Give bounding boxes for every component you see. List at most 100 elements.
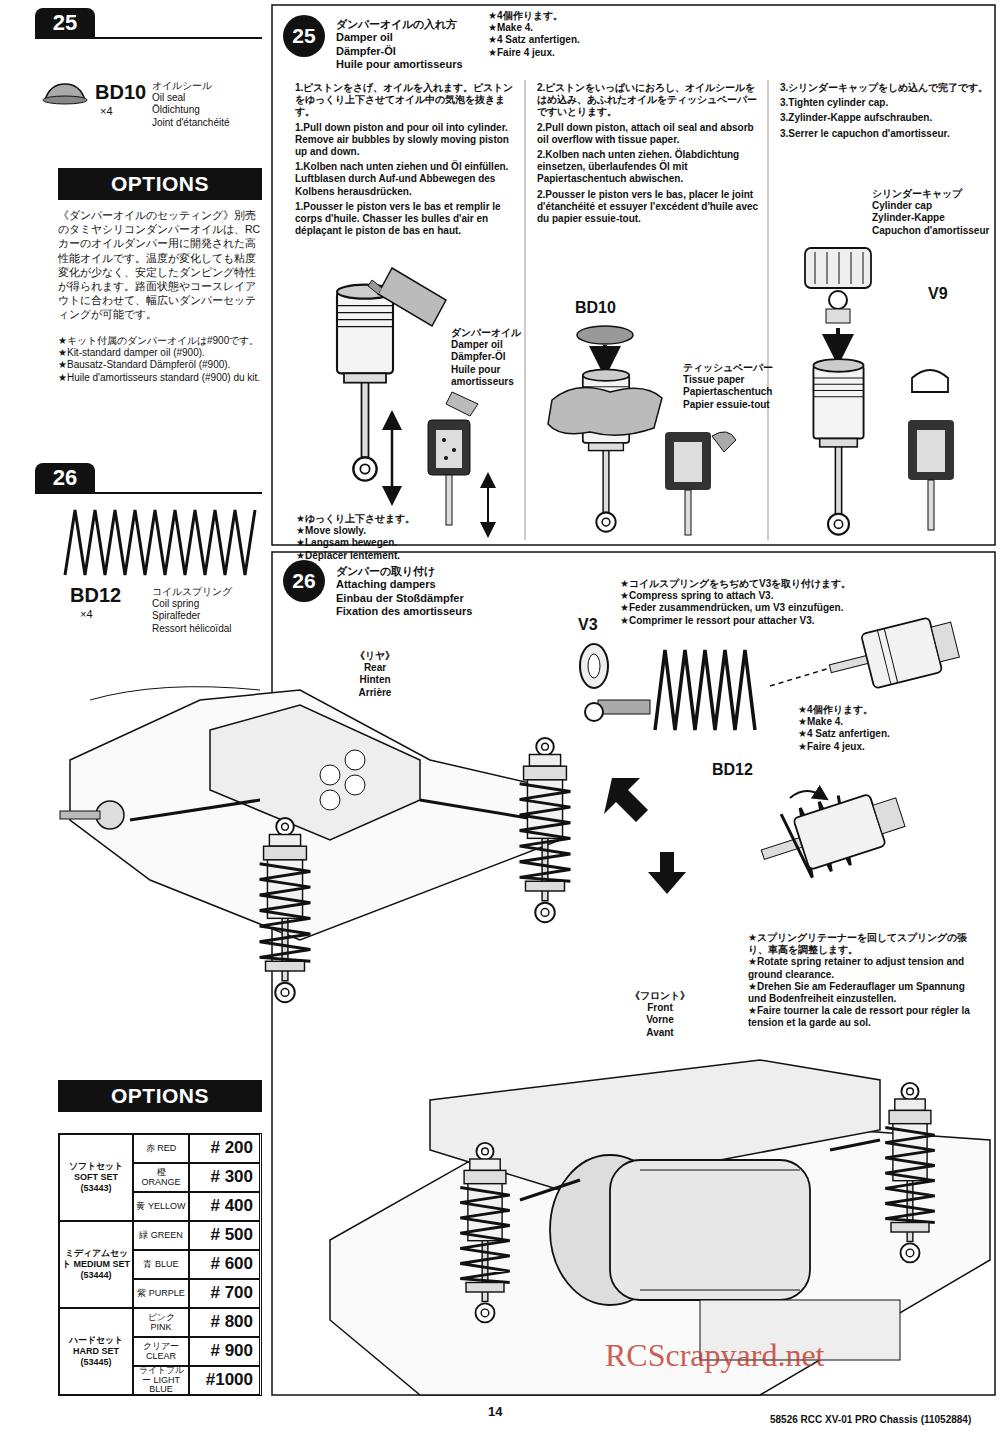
caption-text: Attaching dampers: [336, 578, 536, 591]
caption-text: Cylinder cap: [872, 200, 990, 212]
text-group: ★スプリングリテーナーを回してスプリングの張り、車高を調整します。★Rotate…: [748, 932, 978, 1030]
caption-text: Oil seal: [152, 92, 262, 104]
step-number: 25: [283, 15, 325, 57]
caption-text: Damper oil: [451, 339, 561, 351]
caption-text: Coil spring: [152, 598, 262, 610]
table-cell: ハードセット HARD SET (53445): [59, 1308, 133, 1395]
caption-text: 3.Zylinder-Kappe aufschrauben.: [780, 112, 990, 124]
step-label: OPTIONS: [111, 171, 209, 197]
caption-text: オイルシール: [152, 80, 262, 92]
caption-text: 《リヤ》: [330, 650, 420, 662]
caption-text: シリンダーキャップ: [872, 188, 990, 200]
caption-text: Papier essuie-tout: [683, 399, 793, 411]
oil-color: ライトブルー LIGHT BLUE: [136, 1366, 186, 1396]
caption-text: ダンパーオイル: [451, 327, 561, 339]
oil-number: # 500: [210, 1225, 253, 1246]
step-label: OPTIONS: [111, 1083, 209, 1109]
caption-text: ★Rotate spring retainer to adjust tensio…: [748, 956, 978, 980]
text-group: ダンパーオイルの入れ方Damper oilDämpfer-ÖlHuile pou…: [336, 18, 481, 72]
caption-text: Papiertaschentuch: [683, 386, 793, 398]
caption-text: ★Move slowly.: [296, 525, 426, 537]
caption-text: BD10: [95, 80, 155, 104]
table-cell: # 900: [189, 1337, 260, 1366]
table-cell: # 200: [189, 1134, 260, 1163]
caption-text: ★4個作ります。: [488, 10, 608, 22]
caption-text: Zylinder-Kappe: [872, 212, 990, 224]
oil-color: 緑 GREEN: [139, 1231, 183, 1241]
caption-text: ★スプリングリテーナーを回してスプリングの張り、車高を調整します。: [748, 932, 978, 956]
text-group: ダンパーの取り付けAttaching dampersEinbau der Sto…: [336, 565, 536, 619]
text-group: V9: [928, 284, 968, 304]
text-group: ★ゆっくり上下させます。★Move slowly.★Langsam bewege…: [296, 513, 426, 562]
table-cell: # 300: [189, 1163, 260, 1192]
table-cell: ピンク PINK: [133, 1308, 189, 1337]
table-cell: # 500: [189, 1221, 260, 1250]
caption-text: ★Langsam bewegen.: [296, 537, 426, 549]
table-cell: ソフトセット SOFT SET (53443): [59, 1134, 133, 1221]
step-label: 26: [53, 465, 77, 492]
caption-text: Fixation des amortisseurs: [336, 605, 536, 618]
text-group: V3: [578, 615, 618, 635]
options-bar: OPTIONS: [58, 1080, 262, 1112]
text-group: ★コイルスプリングをちぢめてV3を取り付けます。★Compress spring…: [620, 578, 890, 627]
caption-text: Öldichtung: [152, 104, 262, 116]
caption-text: 1.Kolben nach unten ziehen und Öl einfül…: [295, 161, 517, 198]
text-group: コイルスプリングCoil springSpiralfederRessort hé…: [152, 586, 262, 635]
caption-text: コイルスプリング: [152, 586, 262, 598]
table-cell: 青 BLUE: [133, 1250, 189, 1279]
caption-text: ティッシュペーパー: [683, 362, 793, 374]
table-cell: 紫 PURPLE: [133, 1279, 189, 1308]
caption-text: ★キット付属のダンパーオイルは#900です。: [58, 335, 262, 347]
oil-color: ピンク PINK: [136, 1313, 186, 1333]
options-table: ソフトセット SOFT SET (53443)赤 RED# 200橙 ORANG…: [58, 1133, 262, 1396]
caption-text: Einbau der Stoßdämpfer: [336, 592, 536, 605]
table-cell: クリアー CLEAR: [133, 1337, 189, 1366]
oil-color: 紫 PURPLE: [137, 1289, 185, 1299]
caption-text: Ressort hélicoïdal: [152, 623, 262, 635]
caption-text: Hinten: [330, 674, 420, 686]
step-label: 26: [292, 568, 315, 594]
text-group: BD10: [95, 80, 155, 104]
caption-text: ★コイルスプリングをちぢめてV3を取り付けます。: [620, 578, 890, 590]
oil-number: # 300: [210, 1167, 253, 1188]
caption-text: ★4 Satz anfertigen.: [488, 34, 608, 46]
step-label: 25: [292, 23, 315, 49]
oil-number: # 800: [210, 1312, 253, 1333]
set-name: ミディアムセット MEDIUM SET (53444): [62, 1248, 130, 1281]
caption-text: 14: [488, 1404, 518, 1420]
options-bar: OPTIONS: [58, 168, 262, 200]
set-name: ソフトセット SOFT SET (53443): [62, 1161, 130, 1194]
set-name: ハードセット HARD SET (53445): [62, 1335, 130, 1368]
table-cell: # 600: [189, 1250, 260, 1279]
oil-color: 黄 YELLOW: [136, 1202, 185, 1212]
caption-text: 1.Pousser le piston vers le bas et rempl…: [295, 201, 517, 238]
text-group: 3.シリンダーキャップをしめ込んで完了です。3.Tighten cylinder…: [780, 82, 990, 140]
table-cell: ミディアムセット MEDIUM SET (53444): [59, 1221, 133, 1308]
caption-text: 2.ピストンをいっぱいにおろし、オイルシールをはめ込み、あふれたオイルをティッシ…: [537, 82, 759, 119]
table-cell: # 700: [189, 1279, 260, 1308]
text-group: BD12: [70, 583, 130, 607]
oil-color: 青 BLUE: [143, 1260, 178, 1270]
caption-text: ★Make 4.: [798, 716, 928, 728]
caption-text: 2.Kolben nach unten ziehen. Ölabdichtung…: [537, 149, 759, 186]
caption-text: 58526 RCC XV-01 PRO Chassis (11052884): [770, 1414, 995, 1426]
text-group: 《ダンパーオイルのセッティング》別売のタミヤシリコンダンパーオイルは、RCカーの…: [58, 208, 262, 321]
table-cell: 緑 GREEN: [133, 1221, 189, 1250]
text-group: RCScrapyard.net: [605, 1336, 975, 1375]
caption-text: ★Huile d'amortisseurs standard (#900) du…: [58, 372, 262, 384]
caption-text: ★Bausatz-Standard Dämpferöl (#900).: [58, 359, 262, 371]
oil-color: 橙 ORANGE: [136, 1168, 186, 1188]
caption-text: Spiralfeder: [152, 610, 262, 622]
text-group: ティッシュペーパーTissue paperPapiertaschentuchPa…: [683, 362, 793, 411]
text-group: ★4個作ります。★Make 4.★4 Satz anfertigen.★Fair…: [798, 704, 928, 753]
caption-text: 2.Pull down piston, attach oil seal and …: [537, 122, 759, 146]
step-label: 25: [53, 10, 77, 37]
caption-text: ★Make 4.: [488, 22, 608, 34]
oil-number: # 900: [210, 1341, 253, 1362]
caption-text: 1.Pull down piston and pour oil into cyl…: [295, 122, 517, 159]
text-group: ダンパーオイルDamper oilDämpfer-ÖlHuile pour am…: [451, 327, 561, 388]
caption-text: 1.ピストンをさげ、オイルを入れます。ピストンをゆっくり上下させてオイル中の気泡…: [295, 82, 517, 119]
step-tab: 26: [35, 463, 95, 493]
caption-text: ★Comprimer le ressort pour attacher V3.: [620, 615, 890, 627]
